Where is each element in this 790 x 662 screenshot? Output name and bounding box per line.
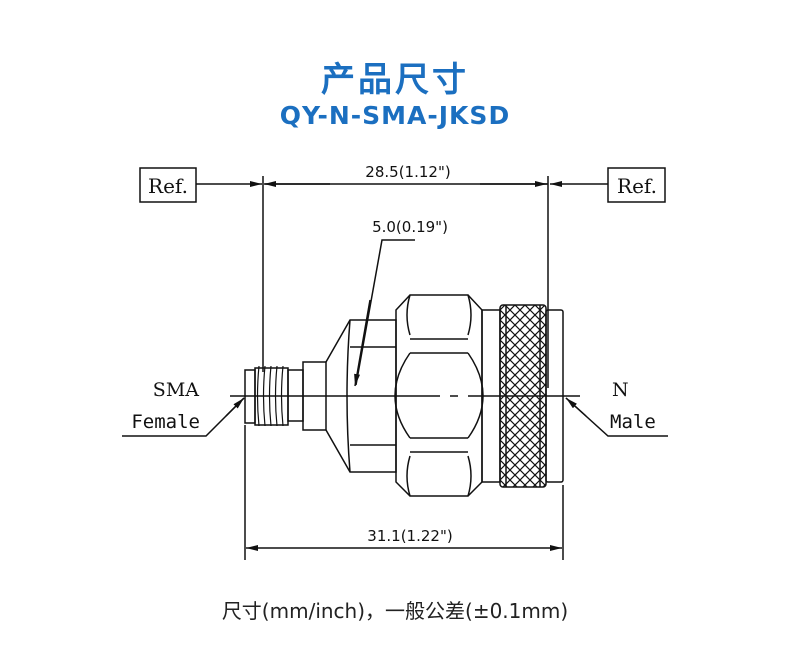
leader-5mm	[355, 239, 415, 386]
dim-overall-label: 31.1(1.22")	[367, 527, 452, 545]
ref-box-right	[607, 167, 666, 203]
page-title: 产品尺寸	[321, 60, 469, 100]
tolerance-note: 尺寸(mm/inch)，一般公差(±0.1mm)	[221, 599, 569, 623]
ref-right-label: Ref.	[617, 174, 657, 198]
dim-ref-length-label: 28.5(1.12")	[365, 163, 450, 181]
n-label: N	[612, 379, 629, 401]
knurled-coupling-nut	[499, 304, 547, 488]
ref-box-left	[139, 167, 197, 203]
model-number: QY-N-SMA-JKSD	[279, 101, 511, 130]
female-label: Female	[131, 411, 200, 433]
dim-small-label: 5.0(0.19")	[372, 218, 448, 236]
male-label: Male	[610, 411, 656, 433]
ref-left-label: Ref.	[148, 174, 188, 198]
sma-label: SMA	[153, 379, 199, 401]
